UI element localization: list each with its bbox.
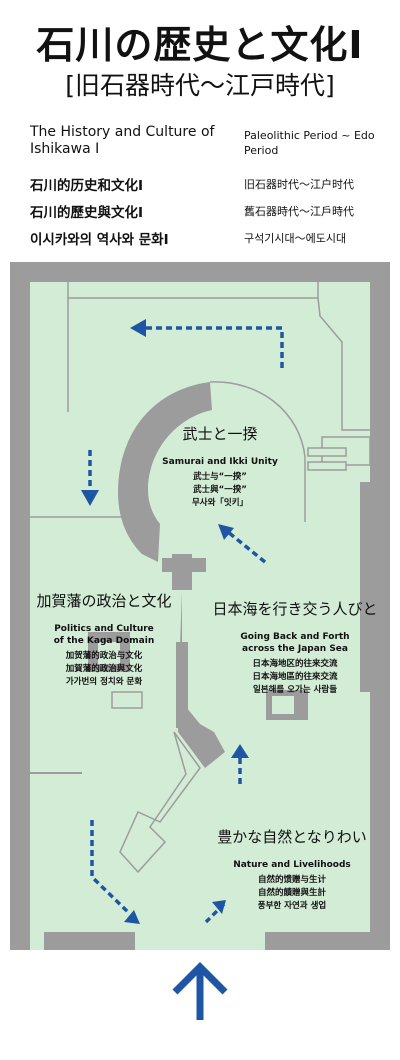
zone-line: 自然的馈赠与生计 bbox=[257, 875, 326, 885]
zone-line: 무사와「잇키」 bbox=[191, 498, 249, 508]
period-english: Paleolithic Period ~ Edo Period bbox=[244, 129, 375, 157]
zone-line: 加賀藩的政治與文化 bbox=[65, 664, 143, 674]
route-arrow-top bbox=[140, 326, 284, 368]
floor-map bbox=[10, 262, 390, 1020]
center-spine bbox=[178, 590, 225, 768]
bench-2 bbox=[307, 461, 347, 471]
diagonal-display bbox=[119, 731, 201, 874]
right-wall-segment bbox=[360, 482, 370, 692]
zone-japan-sea: 日本海を行き交う人びと Going Back and Forth across … bbox=[206, 598, 384, 697]
route-arrowheads bbox=[81, 319, 249, 924]
zone-english: Nature and Livelihoods bbox=[233, 860, 351, 870]
title-korean: 이시카와의 역사와 문화Ⅰ bbox=[30, 232, 169, 248]
zone-title: 豊かな自然となりわい bbox=[217, 828, 367, 846]
curved-room-wall bbox=[209, 381, 306, 522]
zone-line: 가가번의 정치와 문화 bbox=[65, 677, 143, 687]
title-english: The History and Culture of Ishikawa Ⅰ bbox=[30, 124, 215, 157]
period-simplified-chinese: 旧石器时代〜江户时代 bbox=[244, 178, 354, 191]
zone-english: Politics and Culture of the Kaga Domain bbox=[53, 624, 155, 646]
page-title: 石川の歴史と文化Ⅰ bbox=[36, 23, 364, 67]
period-korean: 구석기시대〜에도시대 bbox=[244, 232, 347, 245]
zone-line: 武士與“一揆” bbox=[193, 485, 247, 495]
route-arrow-center bbox=[226, 530, 267, 564]
curved-wall bbox=[118, 382, 212, 562]
route-arrow-bottom-left bbox=[90, 820, 132, 916]
stair-wall bbox=[317, 297, 370, 431]
up-arrow-icon bbox=[172, 962, 228, 1020]
period-subtitle: [旧石器時代〜江戸時代] bbox=[65, 71, 335, 100]
route-arrows bbox=[88, 326, 284, 924]
zone-title: 日本海を行き交う人びと bbox=[212, 600, 378, 618]
title-simplified-chinese: 石川的历史和文化Ⅰ bbox=[30, 178, 144, 194]
zone-line: 日本海地區的往來交流 bbox=[252, 672, 338, 682]
zone-samurai: 武士と一揆 Samurai and Ikki Unity 武士与“一揆” 武士與… bbox=[160, 423, 280, 510]
zone-line: 풍부한 자연과 생업 bbox=[257, 901, 327, 911]
alcove-2 bbox=[111, 691, 143, 709]
period-traditional-chinese: 舊石器時代〜江戶時代 bbox=[244, 205, 354, 218]
zone-line: 武士与“一揆” bbox=[193, 472, 247, 482]
zone-line: 加贺藩的政治与文化 bbox=[65, 651, 143, 661]
zone-line: 일본해를 오가는 사람들 bbox=[252, 685, 338, 695]
entrance-opening bbox=[135, 932, 265, 950]
zone-line: 自然的饋贈與生計 bbox=[257, 888, 326, 898]
zone-english: Going Back and Forth across the Japan Se… bbox=[240, 632, 350, 654]
zone-english: Samurai and Ikki Unity bbox=[162, 457, 278, 467]
bench-1 bbox=[307, 447, 347, 457]
zone-title: 武士と一揆 bbox=[182, 425, 258, 443]
zone-nature: 豊かな自然となりわい Nature and Livelihoods 自然的馈赠与… bbox=[212, 826, 372, 913]
title-traditional-chinese: 石川的歷史與文化Ⅰ bbox=[30, 205, 144, 221]
zone-kaga-domain: 加賀藩の政治と文化 Politics and Culture of the Ka… bbox=[34, 590, 174, 689]
zone-title: 加賀藩の政治と文化 bbox=[36, 592, 172, 610]
zone-line: 日本海地区的往来交流 bbox=[252, 659, 338, 669]
floor-area bbox=[30, 282, 370, 932]
left-partition bbox=[30, 298, 128, 518]
